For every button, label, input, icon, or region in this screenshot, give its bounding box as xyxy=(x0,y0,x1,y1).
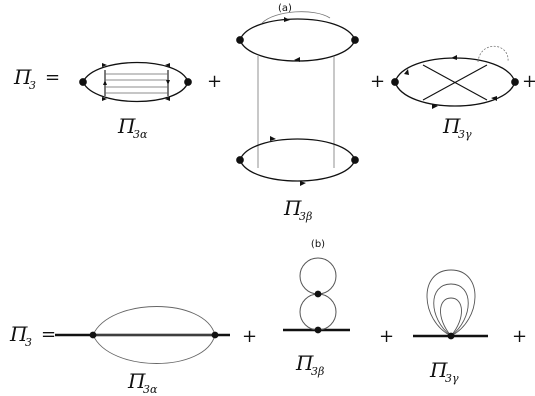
panel-b-plus-3: + xyxy=(512,326,527,347)
panel-b-term-beta-subscript: 3β xyxy=(311,365,324,378)
panel-b-lhs-symbol: Π xyxy=(9,322,28,346)
panel-b-term-alpha-symbol: Π xyxy=(127,369,146,393)
panel-b-lhs-subscript: 3 xyxy=(25,336,32,349)
panel-b-plus-2: + xyxy=(379,326,394,347)
panel-a-term-beta-symbol: Π xyxy=(283,196,302,220)
panel-a-term-alpha-symbol: Π xyxy=(117,114,136,138)
panel-b-term-beta-diagram xyxy=(283,257,350,334)
panel-b-term-gamma-symbol: Π xyxy=(429,358,448,382)
panel-b-equals: = xyxy=(41,324,56,345)
panel-b-term-alpha-subscript: 3α xyxy=(143,383,158,396)
panel-a-plus-2: + xyxy=(370,71,385,92)
panel-a-term-beta-subscript: 3β xyxy=(299,210,312,223)
panel-a-equals: = xyxy=(45,67,60,88)
panel-b-term-gamma-diagram xyxy=(413,269,488,340)
panel-b-term-beta-symbol: Π xyxy=(295,351,314,375)
panel-a-label: (a) xyxy=(278,3,292,14)
panel-a-term-alpha-diagram xyxy=(79,61,192,103)
panel-a-term-gamma-symbol: Π xyxy=(442,114,461,138)
panel-b-label: (b) xyxy=(311,239,325,250)
panel-a-lhs-symbol: Π xyxy=(13,65,32,89)
panel-b-term-alpha-diagram xyxy=(55,306,230,364)
panel-a-term-gamma-subscript: 3γ xyxy=(458,128,472,141)
panel-b-term-gamma-subscript: 3γ xyxy=(445,372,459,385)
panel-a-plus-3: + xyxy=(522,71,535,92)
panel-a-term-beta-diagram xyxy=(236,11,359,186)
panel-a-plus-1: + xyxy=(207,71,222,92)
panel-b-plus-1: + xyxy=(242,326,257,347)
panel-a-term-alpha-subscript: 3α xyxy=(133,128,148,141)
panel-a-lhs-subscript: 3 xyxy=(29,79,36,92)
panel-a-term-gamma-diagram xyxy=(391,45,519,109)
